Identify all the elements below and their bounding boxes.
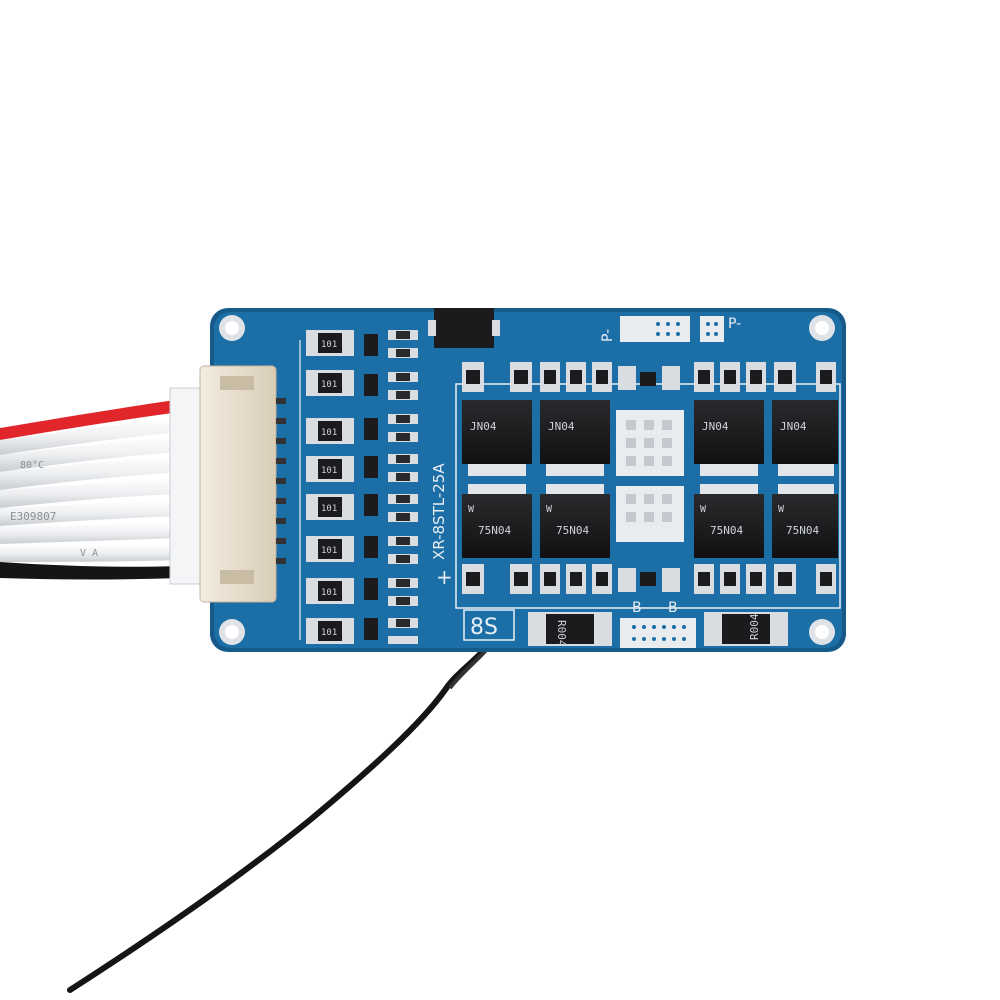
balance-connector xyxy=(169,365,286,603)
svg-text:75N04: 75N04 xyxy=(786,524,819,537)
svg-text:101: 101 xyxy=(321,380,337,390)
p-label-right: P- xyxy=(728,316,741,332)
svg-text:101: 101 xyxy=(321,628,337,638)
shunt-resistor-right: R004 xyxy=(704,612,788,646)
gate-resistors-bottom xyxy=(462,564,836,594)
series-label: 8S xyxy=(470,615,498,640)
svg-text:JN04: JN04 xyxy=(548,420,575,433)
resistor-5: 101 xyxy=(306,494,354,520)
passive-chips xyxy=(388,330,418,644)
resistor-6: 101 xyxy=(306,536,354,562)
b-pad xyxy=(620,618,696,648)
mosfet-bottom-2: W 75N04 xyxy=(540,484,610,558)
resistor-3: 101 xyxy=(306,418,354,444)
balance-transistors xyxy=(364,334,378,640)
resistor-2: 101 xyxy=(306,370,354,396)
connector-pins xyxy=(276,398,286,564)
svg-text:101: 101 xyxy=(321,428,337,438)
p-label-left: P- xyxy=(600,329,616,342)
plus-label: + xyxy=(436,565,453,589)
svg-text:75N04: 75N04 xyxy=(710,524,743,537)
wire-white-3 xyxy=(0,456,180,490)
svg-text:101: 101 xyxy=(321,546,337,556)
resistor-7: 101 xyxy=(306,578,354,604)
mounting-holes xyxy=(219,315,835,645)
wire-print-rating: V A xyxy=(80,548,98,559)
wire-white-7 xyxy=(0,544,180,562)
p-pad-1 xyxy=(620,316,690,342)
wire-red xyxy=(0,400,180,440)
wire-white-1 xyxy=(0,418,180,455)
svg-text:75N04: 75N04 xyxy=(556,524,589,537)
svg-text:101: 101 xyxy=(321,466,337,476)
sensor-wire-black xyxy=(67,647,487,993)
resistor-1: 101 xyxy=(306,330,354,356)
resistor-8: 101 xyxy=(306,618,354,644)
mosfet-top-2: JN04 xyxy=(540,400,610,476)
gate-resistors-top xyxy=(462,362,836,392)
pcb-board: 101 101 101 101 101 101 xyxy=(169,308,846,652)
svg-text:W: W xyxy=(778,504,785,515)
wire-white-5 xyxy=(0,500,180,526)
mosfet-bottom-4: W 75N04 xyxy=(772,484,838,558)
sensor-wire-twist xyxy=(448,646,490,690)
b-label-right: B- xyxy=(668,600,683,616)
mosfet-top-4: JN04 xyxy=(772,400,838,476)
balance-wire-harness: E309807 80°C V A xyxy=(0,400,180,580)
svg-text:JN04: JN04 xyxy=(780,420,807,433)
mosfet-top-3: JN04 xyxy=(694,400,764,476)
top-diode xyxy=(434,308,494,348)
wire-print-code: E309807 xyxy=(10,510,56,523)
model-label: XR-8STL-25A xyxy=(430,463,448,560)
mosfet-bottom-1: W 75N04 xyxy=(462,484,532,558)
wire-black xyxy=(0,562,180,580)
svg-text:W: W xyxy=(468,504,475,515)
wire-print-temp: 80°C xyxy=(20,460,44,471)
wire-white-6 xyxy=(0,522,180,544)
balance-resistors: 101 101 101 101 101 101 xyxy=(306,330,354,644)
p-pad-2 xyxy=(700,316,724,342)
mosfet-top-1: JN04 xyxy=(462,400,532,476)
svg-text:R004: R004 xyxy=(748,613,761,640)
connector-housing-back xyxy=(169,387,205,585)
svg-text:101: 101 xyxy=(321,340,337,350)
center-pads xyxy=(616,410,684,542)
svg-text:R004: R004 xyxy=(555,620,568,647)
wire-white-4 xyxy=(0,478,180,508)
resistor-4: 101 xyxy=(306,456,354,482)
svg-text:75N04: 75N04 xyxy=(478,524,511,537)
mosfets: JN04 JN04 JN04 JN04 W 75N04 xyxy=(462,400,838,558)
svg-text:JN04: JN04 xyxy=(470,420,497,433)
connector-housing xyxy=(199,365,277,603)
svg-text:101: 101 xyxy=(321,588,337,598)
mosfet-bottom-3: W 75N04 xyxy=(694,484,764,558)
svg-text:JN04: JN04 xyxy=(702,420,729,433)
shunt-resistor-left: R004 xyxy=(528,612,612,647)
wire-white-2 xyxy=(0,436,180,472)
b-label-left: B- xyxy=(632,600,647,616)
svg-text:101: 101 xyxy=(321,504,337,514)
series-label-box xyxy=(463,609,515,641)
svg-text:W: W xyxy=(700,504,707,515)
svg-text:W: W xyxy=(546,504,553,515)
